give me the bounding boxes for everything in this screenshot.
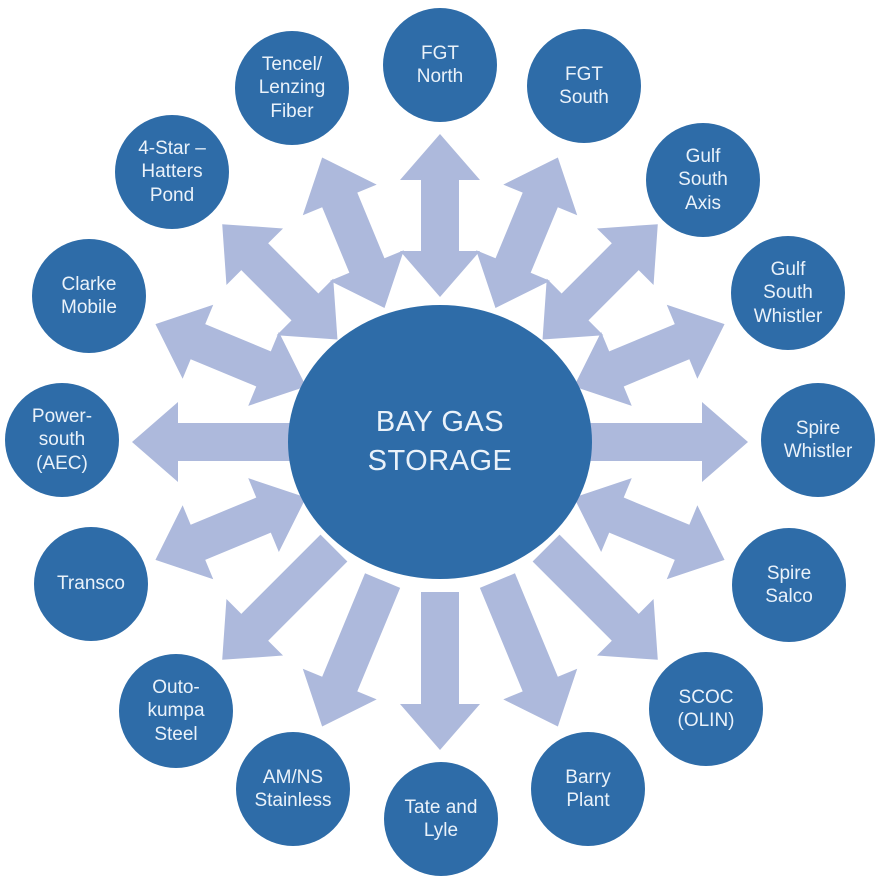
arrow-four-star-hatters-pond [222,224,338,340]
node-label: Spire Salco [765,562,813,607]
hub-label: BAY GAS STORAGE [367,405,513,477]
arrow-barry-plant [479,573,578,727]
hub-bay-gas-storage: BAY GAS STORAGE [288,305,592,579]
node-four-star-hatters-pond: 4-Star – Hatters Pond [115,115,229,229]
node-label: Clarke Mobile [61,273,117,318]
node-gulf-south-axis: Gulf South Axis [646,123,760,237]
node-label: Transco [57,573,125,595]
node-label: FGT North [416,42,464,87]
arrow-gulf-south-whistler [573,304,725,406]
node-label: FGT South [559,63,609,108]
arrow-spire-salco [573,478,725,580]
node-powersouth-aec: Power- south (AEC) [5,383,119,497]
node-transco: Transco [34,527,148,641]
arrow-fgt-north [400,134,480,297]
node-fgt-north: FGT North [383,8,497,122]
node-scoc-olin: SCOC (OLIN) [649,652,763,766]
node-label: Gulf South Axis [678,146,728,214]
node-label: SCOC (OLIN) [677,686,735,731]
node-label: Barry Plant [565,766,611,811]
arrow-tate-and-lyle [400,592,480,750]
arrow-clarke-mobile [155,304,307,406]
node-label: Outo- kumpa Steel [147,677,205,745]
node-spire-salco: Spire Salco [732,528,846,642]
node-label: Gulf South Whistler [753,259,823,327]
node-label: Tate and Lyle [404,796,478,841]
arrow-transco [155,478,307,580]
arrow-tencel-lenzing-fiber [302,157,404,309]
node-outokumpa-steel: Outo- kumpa Steel [119,654,233,768]
node-label: Spire Whistler [783,417,853,462]
node-label: Tencel/ Lenzing Fiber [258,54,326,122]
node-label: Power- south (AEC) [31,406,93,474]
node-fgt-south: FGT South [527,29,641,143]
node-label: AM/NS Stainless [254,766,332,811]
node-clarke-mobile: Clarke Mobile [32,239,146,353]
arrow-powersouth-aec [132,402,290,482]
node-amns-stainless: AM/NS Stainless [236,732,350,846]
arrow-spire-whistler [590,402,748,482]
node-gulf-south-whistler: Gulf South Whistler [731,236,845,350]
arrow-scoc-olin [532,534,658,660]
arrow-fgt-south [476,157,578,309]
node-spire-whistler: Spire Whistler [761,383,875,497]
node-tate-and-lyle: Tate and Lyle [384,762,498,876]
node-label: 4-Star – Hatters Pond [138,138,206,206]
node-tencel-lenzing-fiber: Tencel/ Lenzing Fiber [235,31,349,145]
arrow-gulf-south-axis [542,224,658,340]
node-barry-plant: Barry Plant [531,732,645,846]
arrow-outokumpa-steel [222,534,348,660]
arrow-amns-stainless [302,573,401,727]
